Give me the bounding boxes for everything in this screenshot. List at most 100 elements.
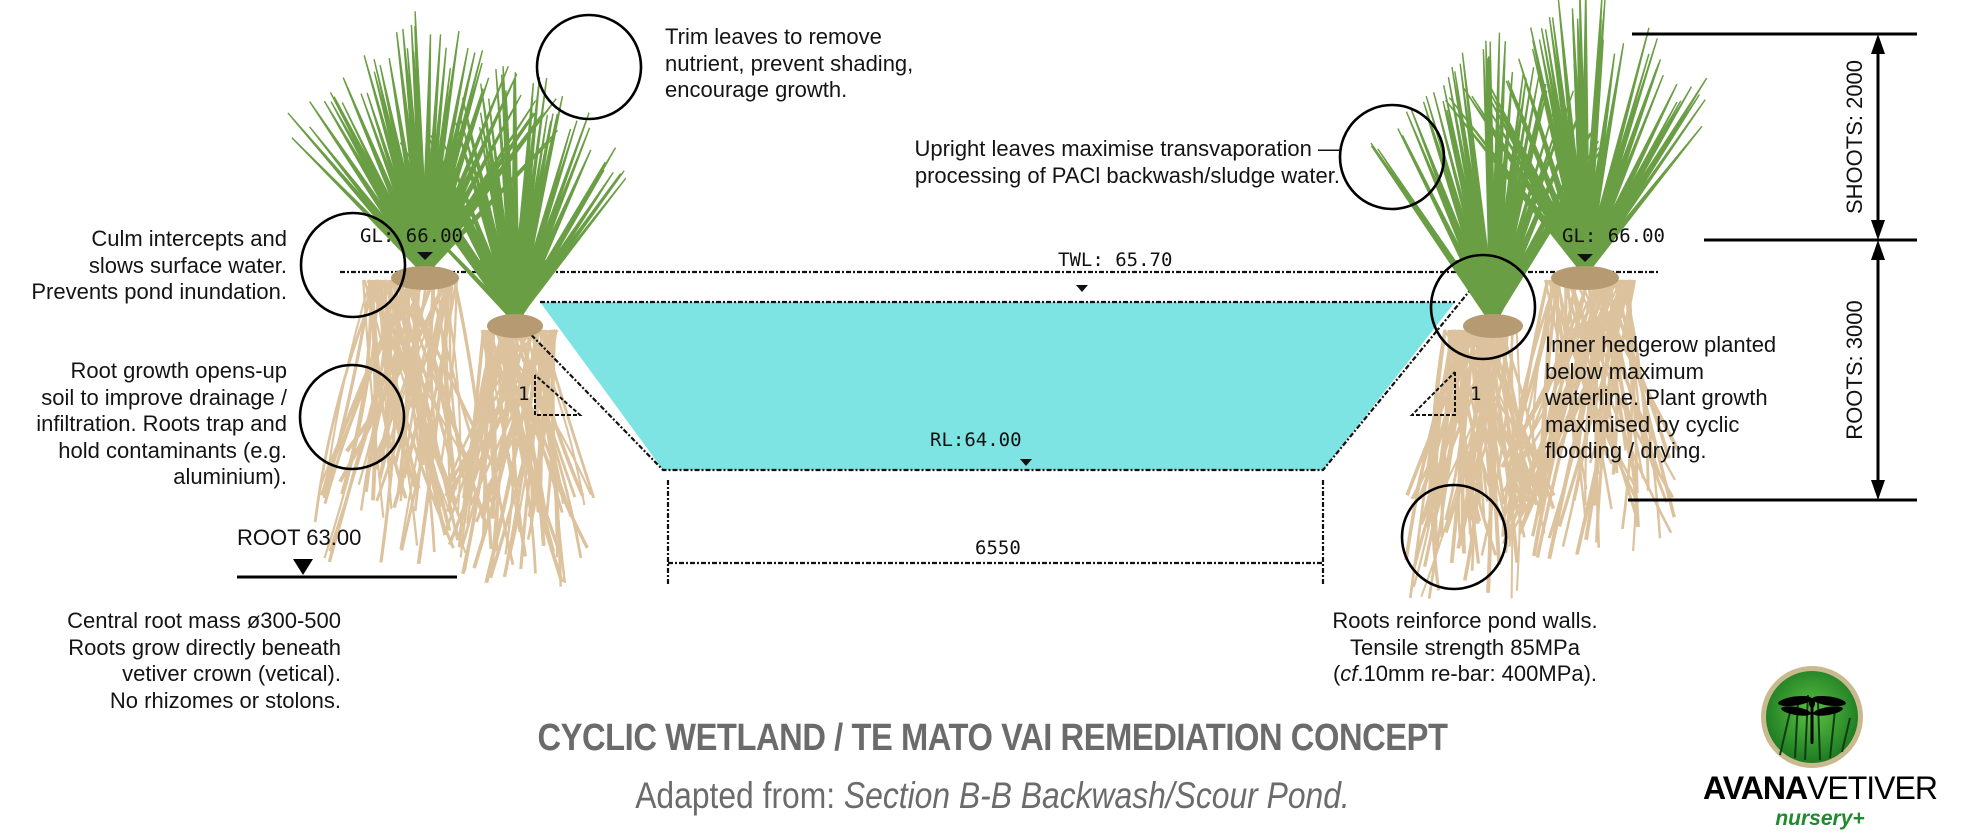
- shoots-dimension-label: SHOOTS: 2000: [1842, 60, 1867, 214]
- subtitle-source: Section B-B Backwash/Scour Pond.: [843, 775, 1350, 816]
- callout-circle-root-growth: [298, 363, 406, 471]
- root-strand: [390, 279, 434, 459]
- root-strand: [504, 329, 517, 555]
- root-strand: [368, 279, 378, 501]
- note-reinforce-line2: Tensile strength 85MPa: [1350, 634, 1580, 660]
- brand-logo: [1761, 666, 1863, 768]
- note-root-growth: Root growth opens-up soil to improve dra…: [36, 358, 287, 489]
- root-strand: [1466, 329, 1546, 534]
- root-strand: [1530, 279, 1560, 537]
- rl-label: RL:64.00: [930, 429, 1022, 451]
- gl-left-marker-icon: [417, 252, 433, 260]
- root-strand: [1433, 329, 1455, 545]
- root-strand: [488, 329, 564, 583]
- root-strand: [401, 279, 411, 452]
- root-strand: [1613, 279, 1676, 518]
- root-level-label: ROOT 63.00: [237, 525, 361, 550]
- root-strand: [416, 279, 442, 508]
- root-strand: [1412, 329, 1505, 571]
- root-strand: [436, 279, 451, 483]
- callout-circle-upright: [1338, 103, 1446, 211]
- root-strand: [506, 329, 534, 522]
- root-strand: [313, 279, 380, 523]
- root-strand: [1591, 279, 1601, 548]
- callout-circle-reinforce: [1400, 483, 1508, 591]
- brand-name: AVANAVETIVER: [1690, 770, 1950, 806]
- brand-name-light: VETIVER: [1807, 770, 1938, 806]
- root-strand: [1466, 329, 1546, 500]
- root-strand: [1477, 329, 1526, 538]
- note-reinforce-cf: cf: [1340, 661, 1358, 686]
- root-mass-right: [1404, 279, 1680, 599]
- callout-circle-culm: [299, 211, 407, 319]
- dimension-lines: [1628, 32, 1917, 502]
- crown-right-inner: [1463, 314, 1523, 338]
- pond-outline: [340, 270, 1660, 585]
- root-strand: [1500, 279, 1590, 468]
- note-roots-reinforce: Roots reinforce pond walls.Tensile stren…: [1300, 608, 1630, 688]
- callout-circle-inner-hedgerow: [1429, 253, 1537, 361]
- root-strand: [359, 279, 394, 511]
- logo-grass-icon: [1779, 694, 1851, 761]
- root-strand: [1510, 329, 1514, 599]
- root-strand: [1593, 279, 1624, 506]
- note-upright-leaves: Upright leaves maximise transvaporation …: [914, 136, 1340, 188]
- root-strand: [519, 329, 549, 570]
- grass-base: [1453, 260, 1533, 320]
- root-strand: [494, 329, 573, 517]
- root-strand: [534, 329, 562, 563]
- arrow-down-icon: [1871, 220, 1885, 240]
- root-strand: [326, 279, 372, 473]
- pond-water: [540, 302, 1455, 470]
- roots-dimension-label: ROOTS: 3000: [1842, 300, 1867, 439]
- twl-marker-icon: [1076, 285, 1088, 292]
- root-strand: [512, 329, 540, 513]
- gl-right-marker-icon: [1577, 254, 1593, 262]
- root-strand: [357, 279, 398, 486]
- grass-clump-right-outer: [1444, 0, 1708, 273]
- slope-left-ratio: 1: [518, 383, 529, 405]
- gl-right-label: GL: 66.00: [1562, 225, 1665, 247]
- root-strand: [442, 279, 462, 517]
- grass-base: [1545, 212, 1625, 272]
- note-inner-hedgerow: Inner hedgerow planted below maximum wat…: [1545, 332, 1777, 463]
- pond-section: [469, 271, 1486, 472]
- note-central-root: Central root mass ø300-500 Roots grow di…: [67, 608, 341, 713]
- slope-marker-right: [1409, 371, 1456, 416]
- note-trim-leaves: Trim leaves to remove nutrient, prevent …: [665, 24, 914, 102]
- page-subtitle: Adapted from: Section B-B Backwash/Scour…: [139, 775, 1846, 817]
- root-strand: [1592, 279, 1662, 477]
- root-strand: [540, 329, 596, 499]
- gl-left-label: GL: 66.00: [360, 225, 463, 247]
- note-reinforce-line3-text: .10mm re-bar: 400MPa).: [1357, 661, 1598, 686]
- root-strand: [1478, 329, 1532, 511]
- root-strand: [1404, 329, 1462, 561]
- arrow-up-icon: [1871, 240, 1885, 260]
- callout-circle-trim: [535, 13, 643, 121]
- note-culm: Culm intercepts and slows surface water.…: [31, 226, 287, 304]
- grass-base: [475, 260, 555, 320]
- level-markers: [417, 252, 1593, 466]
- crown-left-outer: [391, 266, 459, 290]
- root-strand: [466, 329, 506, 501]
- width-label: 6550: [975, 537, 1021, 559]
- brand-name-bold: AVANA: [1703, 770, 1808, 806]
- slope-marker-left: [534, 374, 583, 416]
- dragonfly-icon: [1778, 695, 1846, 744]
- root-strand: [532, 329, 586, 506]
- root-strand: [1627, 279, 1639, 494]
- subtitle-prefix: Adapted from:: [635, 775, 844, 816]
- page-title: CYCLIC WETLAND / TE MATO VAI REMEDIATION…: [537, 717, 1448, 759]
- arrow-up-icon: [1871, 34, 1885, 54]
- root-strand: [345, 279, 448, 453]
- root-mass-left: [313, 279, 596, 587]
- root-strand: [1499, 329, 1545, 502]
- root-level-marker-icon: [293, 559, 313, 575]
- crown-left-inner: [487, 314, 543, 338]
- root-strand: [484, 329, 540, 584]
- note-reinforce-line1: Roots reinforce pond walls.: [1332, 608, 1598, 633]
- brand-subtitle: nursery+: [1775, 807, 1865, 830]
- arrow-down-icon: [1871, 480, 1885, 500]
- crown-right-outer: [1551, 266, 1619, 290]
